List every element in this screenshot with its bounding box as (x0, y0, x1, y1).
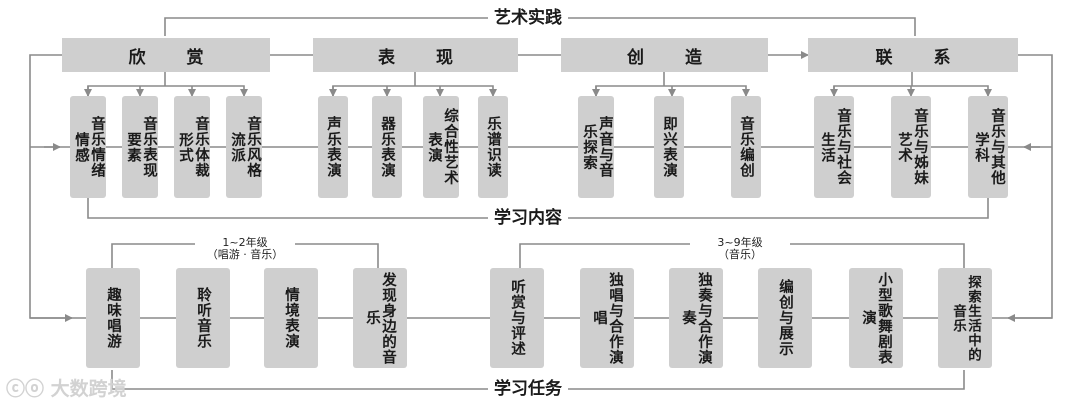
task-item-label: 发现身边的音乐 (364, 271, 396, 365)
category-label: 欣 赏 (128, 47, 216, 68)
task-item-label: 独唱与合作演唱 (591, 271, 623, 365)
content-item: 乐谱识读 (478, 96, 508, 198)
content-item-label: 音乐编创 (738, 116, 754, 178)
content-item-label: 音乐与姊妹艺术 (896, 108, 928, 186)
task-item-label: 情境表演 (283, 287, 299, 349)
category-label: 表 现 (378, 47, 465, 68)
content-item: 音乐体裁形式 (174, 96, 210, 198)
learning-task-label: 学习任务 (488, 379, 568, 399)
task-item: 情境表演 (264, 268, 318, 368)
task-item: 发现身边的音乐 (353, 268, 407, 368)
content-item: 音乐与其他学科 (968, 96, 1008, 198)
task-item: 听赏与评述 (490, 268, 544, 368)
task-item: 独奏与合作演奏 (669, 268, 723, 368)
grade-range-left: 1~2年级 （唱游 · 音乐） (195, 237, 295, 261)
content-item-label: 音乐与其他学科 (973, 108, 1005, 186)
content-item-label: 音乐与社会生活 (819, 108, 851, 186)
content-item-label: 综合性艺术表演 (426, 108, 458, 186)
grade-range-text: 3~9年级 (717, 236, 763, 249)
grade-range-subtext: （音乐） (718, 248, 762, 261)
task-item-label: 聆听音乐 (195, 287, 211, 349)
content-item-label: 声音与音乐探索 (581, 116, 613, 178)
task-item: 趣味唱游 (86, 268, 140, 368)
content-item: 音乐表现要素 (122, 96, 158, 198)
content-item-label: 乐谱识读 (485, 116, 501, 178)
grade-range-right: 3~9年级 （音乐） (690, 237, 790, 261)
content-item: 器乐表演 (372, 96, 402, 198)
content-item: 综合性艺术表演 (423, 96, 459, 198)
content-item: 音乐风格流派 (226, 96, 262, 198)
content-item: 音乐与姊妹艺术 (891, 96, 931, 198)
category-connection: 联 系 (808, 38, 1018, 72)
category-label: 创 造 (627, 47, 714, 68)
watermark-icon: ⓒⓞ (6, 378, 45, 400)
task-item-label: 听赏与评述 (509, 279, 525, 357)
category-performance: 表 现 (313, 38, 518, 72)
watermark-logo: ⓒⓞ 大数跨境 (6, 374, 127, 401)
grade-range-subtext: （唱游 · 音乐） (206, 248, 284, 261)
content-item: 音乐与社会生活 (814, 96, 854, 198)
task-item: 独唱与合作演唱 (580, 268, 634, 368)
category-creation: 创 造 (561, 38, 768, 72)
task-item-label: 编创与展示 (777, 279, 793, 357)
task-item: 聆听音乐 (176, 268, 230, 368)
content-item-label: 音乐表现要素 (125, 116, 157, 178)
task-item-label: 探索生活中的音乐 (950, 274, 981, 362)
content-item: 声音与音乐探索 (578, 96, 614, 198)
content-item-label: 音乐风格流派 (229, 116, 261, 178)
content-item-label: 声乐表演 (325, 116, 341, 178)
grade-range-text: 1~2年级 (222, 236, 268, 249)
content-item: 声乐表演 (318, 96, 348, 198)
category-appreciation: 欣 赏 (62, 38, 270, 72)
task-item: 小型歌舞剧表演 (849, 268, 903, 368)
content-item: 即兴表演 (654, 96, 684, 198)
task-item-label: 趣味唱游 (105, 287, 121, 349)
content-item: 音乐编创 (731, 96, 761, 198)
task-item-label: 独奏与合作演奏 (680, 271, 712, 365)
content-item: 音乐情绪情感 (70, 96, 106, 198)
content-item-label: 音乐体裁形式 (177, 116, 209, 178)
task-item-label: 小型歌舞剧表演 (860, 271, 892, 365)
content-item-label: 器乐表演 (379, 116, 395, 178)
task-item: 编创与展示 (758, 268, 812, 368)
content-item-label: 即兴表演 (661, 116, 677, 178)
art-practice-label: 艺术实践 (488, 8, 568, 28)
category-label: 联 系 (875, 47, 963, 68)
learning-content-label: 学习内容 (488, 208, 568, 228)
content-item-label: 音乐情绪情感 (73, 116, 105, 178)
task-item: 探索生活中的音乐 (938, 268, 992, 368)
watermark-text: 大数跨境 (50, 378, 127, 400)
